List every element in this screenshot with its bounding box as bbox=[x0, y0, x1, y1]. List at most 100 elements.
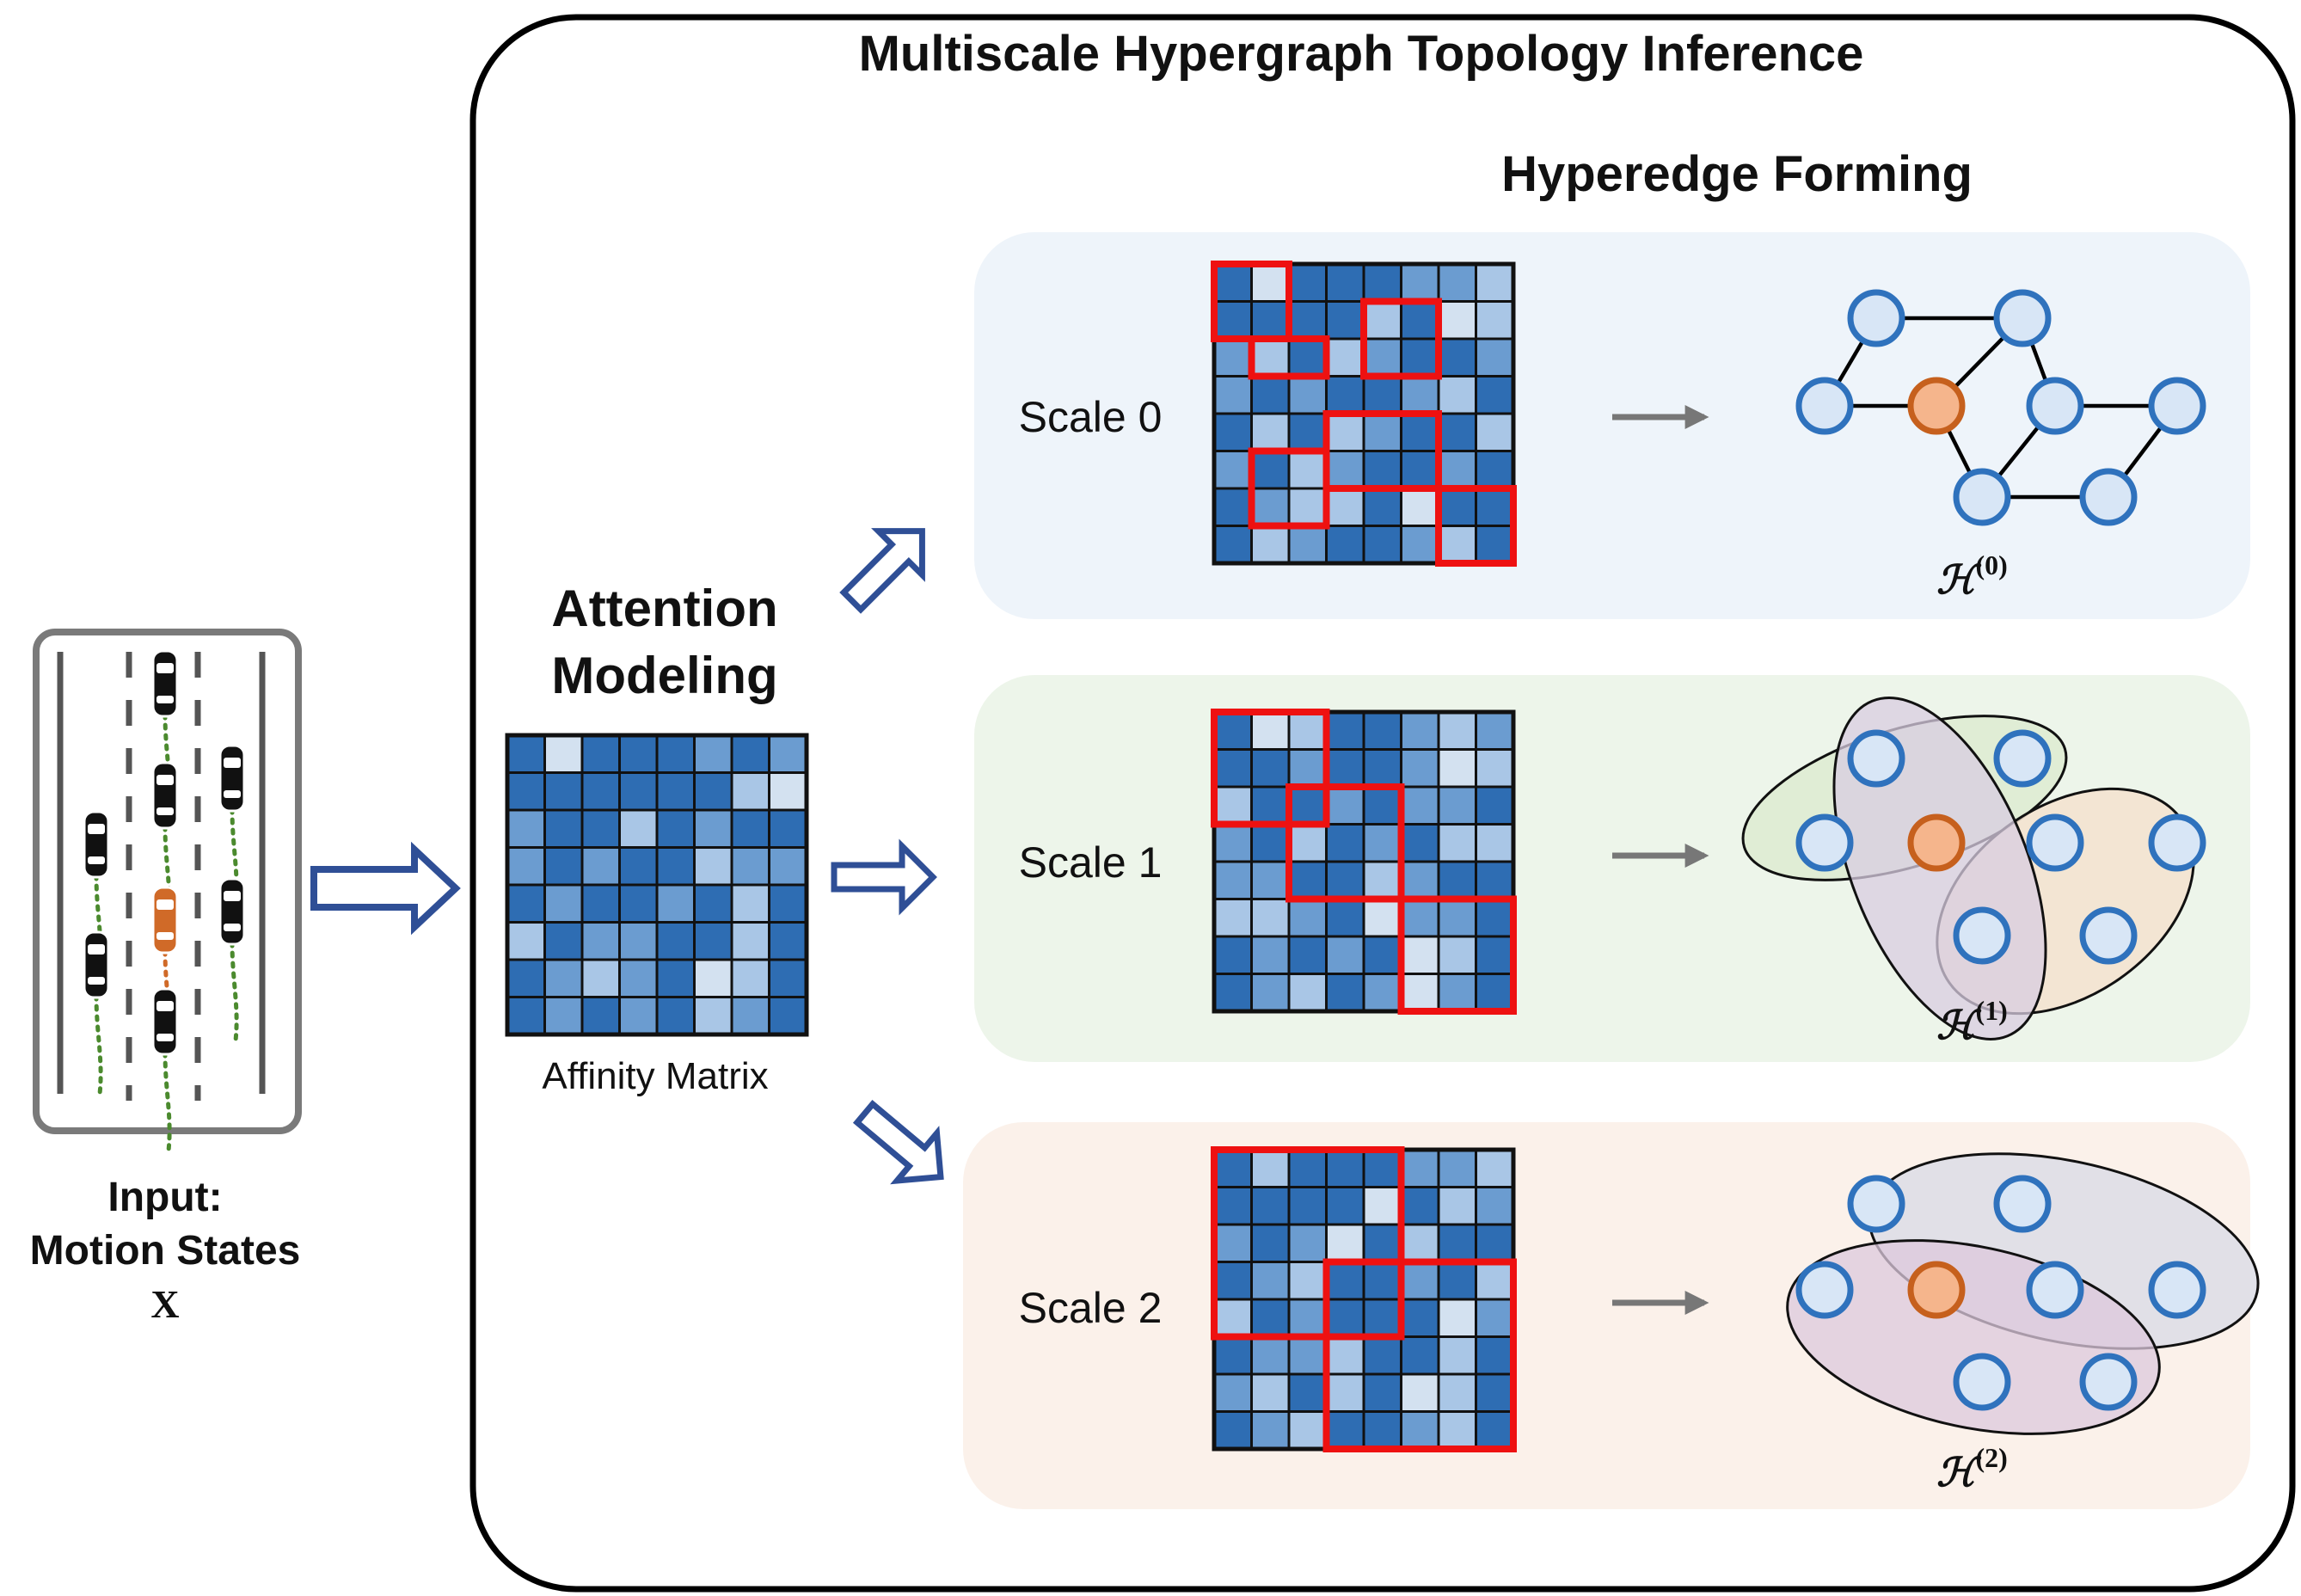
scale-2-matrix-cell bbox=[1250, 1372, 1291, 1413]
scale-0-matrix-cell bbox=[1362, 525, 1402, 565]
scale-2-matrix-cell bbox=[1287, 1372, 1328, 1413]
scale-1-matrix-cell bbox=[1250, 973, 1291, 1013]
motion-states-label: Motion States bbox=[30, 1228, 301, 1274]
scale-2-matrix-cell bbox=[1325, 1148, 1365, 1188]
agent-node bbox=[1795, 377, 1854, 435]
scale-2-matrix-cell bbox=[1325, 1410, 1365, 1451]
affinity-cell bbox=[693, 771, 733, 812]
scale-2-matrix-cell bbox=[1362, 1186, 1402, 1226]
affinity-cell bbox=[543, 883, 584, 924]
affinity-cell bbox=[768, 958, 808, 998]
scale-0-matrix-cell bbox=[1212, 300, 1253, 341]
agent-node bbox=[2079, 906, 2138, 965]
affinity-cell bbox=[655, 846, 696, 887]
scale-2-matrix-cell bbox=[1250, 1186, 1291, 1226]
agent-node bbox=[2148, 377, 2206, 435]
scale-2-matrix-group-box bbox=[1211, 1146, 1405, 1341]
affinity-cell bbox=[543, 846, 584, 887]
scale-0-matrix-cell bbox=[1475, 262, 1515, 303]
input-label: Input: bbox=[107, 1175, 222, 1220]
scale-2-label: Scale 2 bbox=[1019, 1284, 1163, 1332]
scale-2-matrix-cell bbox=[1437, 1261, 1477, 1301]
scale-1-matrix-cell bbox=[1362, 748, 1402, 789]
scale-0-matrix-cell bbox=[1250, 337, 1291, 378]
scale-1-nodes bbox=[1795, 729, 2206, 965]
scale-2-matrix bbox=[1211, 1146, 1517, 1452]
scale-0-matrix-cell bbox=[1250, 525, 1291, 565]
agent-node bbox=[2026, 1261, 2084, 1319]
scale-1-matrix-cell bbox=[1325, 710, 1365, 751]
scale-1-matrix-cell bbox=[1400, 785, 1440, 826]
scale-1-matrix-cell bbox=[1250, 935, 1291, 975]
scale-0-matrix-cell bbox=[1325, 412, 1365, 452]
affinity-matrix-label: Affinity Matrix bbox=[542, 1055, 768, 1097]
affinity-cell bbox=[768, 883, 808, 924]
car-icon bbox=[83, 930, 110, 999]
scale-2-matrix-cell bbox=[1287, 1298, 1328, 1338]
scale-1-matrix-cell bbox=[1362, 935, 1402, 975]
scale-1-matrix-cell bbox=[1287, 748, 1328, 789]
scale-0-matrix-cell bbox=[1400, 262, 1440, 303]
scale-0-matrix-cell bbox=[1287, 487, 1328, 527]
scale-0-matrix-cell bbox=[1325, 525, 1365, 565]
input-to-attention-arrow bbox=[310, 841, 461, 936]
affinity-cell bbox=[655, 883, 696, 924]
scale-1-matrix-cell bbox=[1212, 860, 1253, 900]
scale-2-matrix-cell bbox=[1362, 1410, 1402, 1451]
scale-1-matrix-cell bbox=[1400, 823, 1440, 863]
scale-2-matrix-cell bbox=[1362, 1298, 1402, 1338]
scale-0-matrix-cell bbox=[1400, 375, 1440, 415]
affinity-cell bbox=[693, 808, 733, 849]
agent-node bbox=[1993, 1175, 2052, 1233]
affinity-cell bbox=[618, 996, 659, 1036]
ego-node bbox=[1907, 377, 1966, 435]
scale-0-matrix-cell bbox=[1287, 300, 1328, 341]
scale-0-matrix-cell bbox=[1362, 450, 1402, 490]
scale-2-matrix-cell bbox=[1250, 1223, 1291, 1263]
agent-node bbox=[2026, 377, 2084, 435]
scale-2-matrix-cell bbox=[1325, 1186, 1365, 1226]
scale-1-matrix-cell bbox=[1362, 860, 1402, 900]
car-icon bbox=[218, 744, 246, 813]
scale-0-matrix-cell bbox=[1362, 300, 1402, 341]
scale-1-matrix-cell bbox=[1400, 710, 1440, 751]
scale-1-matrix-group-box bbox=[1211, 709, 1330, 828]
scale-0-matrix-cell bbox=[1475, 525, 1515, 565]
scale-0-matrix-cell bbox=[1250, 262, 1291, 303]
scale-2-matrix-cell bbox=[1475, 1148, 1515, 1188]
agent-node bbox=[1847, 1175, 1905, 1233]
affinity-cell bbox=[506, 734, 546, 774]
agent-node bbox=[2026, 813, 2084, 872]
scale-0-matrix-cell bbox=[1475, 487, 1515, 527]
scale-1-matrix-cell bbox=[1362, 898, 1402, 938]
scale-1-matrix-cell bbox=[1287, 935, 1328, 975]
agent-node bbox=[2148, 1261, 2206, 1319]
scale-2-matrix-cell bbox=[1287, 1186, 1328, 1226]
affinity-cell bbox=[730, 921, 770, 961]
scale-0-matrix-cell bbox=[1212, 375, 1253, 415]
scale-1-matrix-cell bbox=[1475, 785, 1515, 826]
scale-0-matrix-cell bbox=[1362, 262, 1402, 303]
scale-2-matrix-cell bbox=[1475, 1261, 1515, 1301]
hyperedge-heading: Hyperedge Forming bbox=[1501, 146, 1973, 202]
scale-2-matrix-cell bbox=[1362, 1148, 1402, 1188]
car-icon bbox=[151, 987, 179, 1056]
affinity-cell bbox=[580, 734, 621, 774]
arrow-to-scale-0 bbox=[839, 528, 925, 614]
affinity-cell bbox=[506, 846, 546, 887]
affinity-cell bbox=[768, 771, 808, 812]
affinity-cell bbox=[618, 808, 659, 849]
scale-1-matrix-cell bbox=[1475, 823, 1515, 863]
scale-1-matrix-cell bbox=[1437, 785, 1477, 826]
scale-2-matrix-cell bbox=[1212, 1223, 1253, 1263]
scale-1-matrix-cell bbox=[1250, 860, 1291, 900]
scale-2-matrix-cell bbox=[1475, 1298, 1515, 1338]
scale-0-matrix-cell bbox=[1212, 337, 1253, 378]
affinity-cell bbox=[506, 958, 546, 998]
scale-1-matrix-cell bbox=[1287, 973, 1328, 1013]
scale-1-matrix-cell bbox=[1287, 860, 1328, 900]
scale-1-matrix-cell bbox=[1400, 860, 1440, 900]
scale-1-matrix-cell bbox=[1325, 785, 1365, 826]
scale-2-matrix-cell bbox=[1212, 1261, 1253, 1301]
